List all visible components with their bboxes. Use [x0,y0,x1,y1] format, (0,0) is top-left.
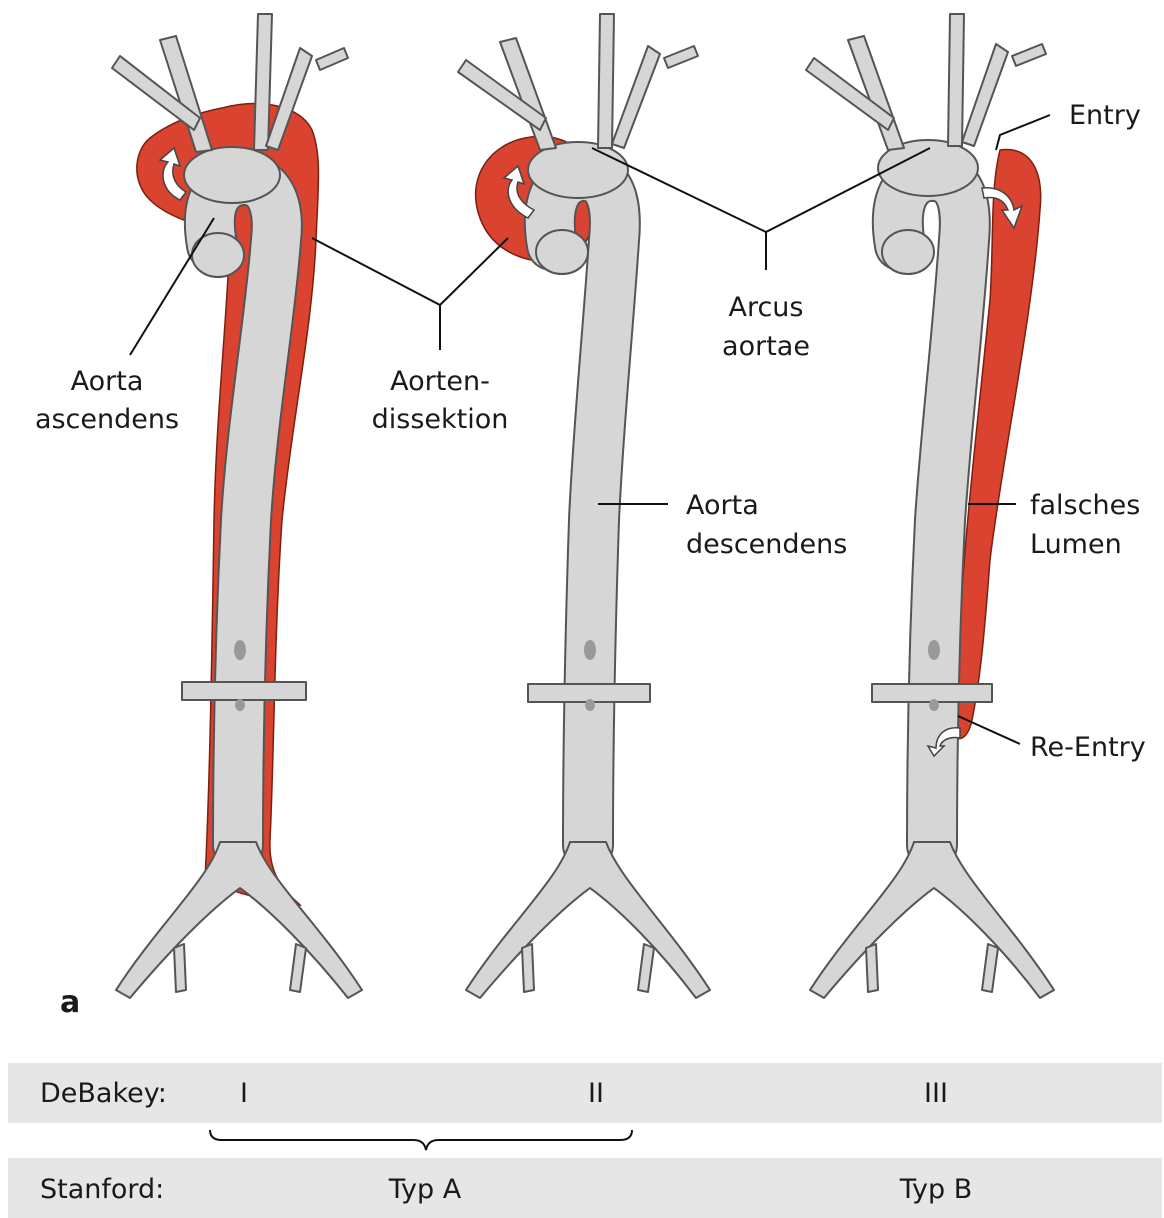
label-aortendissektion-2: dissektion [372,404,509,435]
stanford-row-bg [8,1158,1162,1218]
label-aortendissektion-1: Aorten- [390,366,490,397]
aorta-debakey-2 [458,14,710,998]
label-aorta-descendens-2: descendens [686,529,847,560]
label-aorta-ascendens-1: Aorta [71,366,144,397]
label-aorta-descendens-1: Aorta [686,490,759,521]
debakey-type-3: III [924,1078,948,1109]
debakey-label: DeBakey: [40,1078,167,1109]
debakey-type-1: I [240,1078,248,1109]
aorta-debakey-3 [806,14,1054,998]
aorta-debakey-1 [112,14,362,998]
stanford-type-b: Typ B [899,1174,973,1205]
classification-table: DeBakey: I II III Stanford: Typ A Typ B [8,1063,1162,1218]
label-aorta-ascendens-2: ascendens [35,404,179,435]
panel-letter: a [60,985,80,1020]
debakey-row-bg [8,1063,1162,1123]
label-re-entry: Re-Entry [1030,732,1146,763]
grouping-brace [210,1130,632,1150]
label-arcus-aortae-1: Arcus [728,292,803,323]
label-falsches-lumen-2: Lumen [1030,529,1122,560]
stanford-label: Stanford: [40,1174,164,1205]
label-entry: Entry [1069,100,1141,131]
label-arcus-aortae-2: aortae [722,331,810,362]
debakey-type-2: II [588,1078,604,1109]
stanford-type-a: Typ A [388,1174,462,1205]
label-falsches-lumen-1: falsches [1030,490,1140,521]
